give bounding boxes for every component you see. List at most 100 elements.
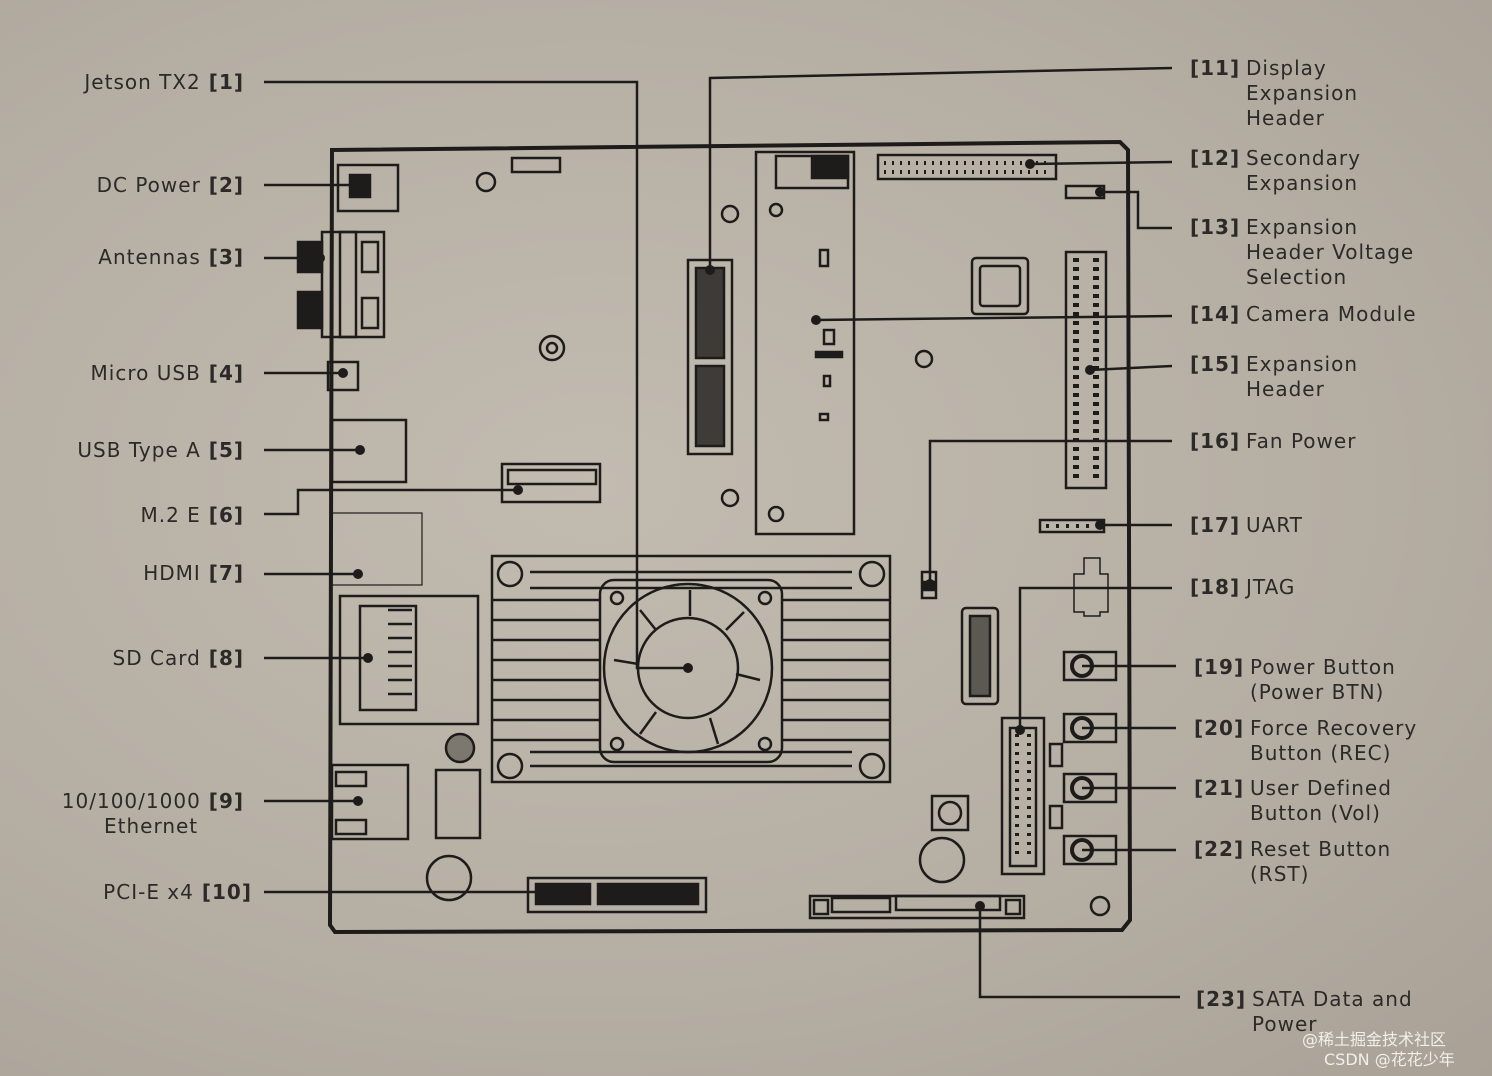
label-line: Expansion bbox=[1246, 171, 1358, 195]
label-hdmi: HDMI [7] bbox=[143, 561, 244, 586]
label-line: Secondary bbox=[1246, 146, 1361, 170]
label-jetson-tx2: Jetson TX2 [1] bbox=[84, 70, 244, 95]
board-outline bbox=[327, 139, 1133, 935]
label-power-button: [19]Power Button (Power BTN) bbox=[1194, 655, 1396, 705]
label-line: User Defined bbox=[1250, 776, 1392, 800]
label-ethernet: 10/100/1000 [9] bbox=[62, 789, 244, 814]
label-line: Force Recovery bbox=[1250, 716, 1418, 740]
pcie-slot bbox=[526, 876, 708, 914]
label-line: Reset Button bbox=[1250, 837, 1392, 861]
sd-card-slot bbox=[338, 594, 480, 726]
label-fan-power: [16]Fan Power bbox=[1190, 429, 1356, 454]
label-display-expansion: [11]Display Expansion Header bbox=[1190, 56, 1358, 131]
label-line: Fan Power bbox=[1246, 429, 1357, 453]
label-name: Jetson TX2 bbox=[84, 70, 201, 94]
label-name: 10/100/1000 bbox=[61, 789, 201, 813]
uart-header bbox=[1038, 518, 1106, 534]
label-number: [17] bbox=[1190, 513, 1241, 537]
dc-power-jack bbox=[336, 163, 400, 213]
label-number: [5] bbox=[208, 438, 244, 462]
label-uart: [17]UART bbox=[1190, 513, 1303, 538]
label-number: [11] bbox=[1190, 56, 1241, 80]
buttons bbox=[1062, 650, 1118, 866]
label-number: [6] bbox=[208, 503, 244, 527]
label-line: Camera Module bbox=[1246, 302, 1417, 326]
jtag-header bbox=[1000, 716, 1046, 876]
label-number: [18] bbox=[1190, 575, 1241, 599]
label-name: SD Card bbox=[112, 646, 201, 670]
label-number: [16] bbox=[1190, 429, 1241, 453]
label-line: UART bbox=[1246, 513, 1303, 537]
label-number: [10] bbox=[201, 880, 252, 904]
label-number: [12] bbox=[1190, 146, 1241, 170]
label-line: Power bbox=[1252, 1012, 1318, 1036]
label-m2e: M.2 E [6] bbox=[140, 503, 244, 528]
watermark-csdn: CSDN @花花少年 bbox=[1324, 1050, 1455, 1069]
label-number: [19] bbox=[1194, 655, 1245, 679]
secondary-expansion-header bbox=[876, 153, 1058, 181]
label-name: USB Type A bbox=[77, 438, 201, 462]
label-camera-module: [14]Camera Module bbox=[1190, 302, 1417, 327]
display-expansion-connector bbox=[686, 258, 734, 456]
label-line: Expansion bbox=[1246, 352, 1358, 376]
hdmi-port bbox=[331, 512, 423, 586]
label-usb-type-a: USB Type A [5] bbox=[77, 438, 244, 463]
label-line: Header bbox=[1246, 106, 1325, 130]
label-number: [1] bbox=[208, 70, 244, 94]
label-name: DC Power bbox=[96, 173, 201, 197]
label-name: HDMI bbox=[143, 561, 201, 585]
label-number: [15] bbox=[1190, 352, 1241, 376]
m2e-slot bbox=[500, 462, 602, 504]
label-name: PCI-E x4 bbox=[103, 880, 194, 904]
label-line: Expansion bbox=[1246, 81, 1358, 105]
label-reset-button: [22]Reset Button (RST) bbox=[1194, 837, 1391, 887]
label-ethernet-line2: Ethernet bbox=[104, 814, 199, 838]
label-number: [4] bbox=[208, 361, 244, 385]
label-line: Expansion bbox=[1246, 215, 1358, 239]
label-number: [2] bbox=[208, 173, 244, 197]
label-line: (Power BTN) bbox=[1250, 680, 1385, 704]
label-name: Antennas bbox=[98, 245, 201, 269]
camera-module-board bbox=[754, 150, 856, 536]
label-name: M.2 E bbox=[140, 503, 201, 527]
label-number: [22] bbox=[1194, 837, 1245, 861]
label-number: [14] bbox=[1190, 302, 1241, 326]
label-sd-card: SD Card [8] bbox=[113, 646, 244, 671]
label-line: Power Button bbox=[1250, 655, 1396, 679]
label-name: Micro USB bbox=[90, 361, 201, 385]
label-number: [8] bbox=[208, 646, 244, 670]
label-jtag: [18]JTAG bbox=[1190, 575, 1295, 600]
label-number: [3] bbox=[208, 245, 244, 269]
label-line: Button (Vol) bbox=[1250, 801, 1381, 825]
label-user-defined: [21]User Defined Button (Vol) bbox=[1194, 776, 1392, 826]
label-line: JTAG bbox=[1246, 575, 1296, 599]
label-number: [9] bbox=[208, 789, 244, 813]
micro-usb-port bbox=[326, 360, 360, 392]
label-number: [23] bbox=[1196, 987, 1247, 1011]
label-dc-power: DC Power [2] bbox=[97, 173, 244, 198]
label-number: [7] bbox=[208, 561, 244, 585]
leader-lines bbox=[264, 66, 1180, 999]
label-voltage-selection: [13]Expansion Header Voltage Selection bbox=[1190, 215, 1414, 290]
label-secondary-expansion: [12]Secondary Expansion bbox=[1190, 146, 1361, 196]
heatsink-fan bbox=[490, 554, 892, 784]
label-line: Selection bbox=[1246, 265, 1348, 289]
label-number: [20] bbox=[1194, 716, 1245, 740]
leader-dots bbox=[315, 159, 1105, 911]
label-line: Display bbox=[1246, 56, 1327, 80]
label-number: [21] bbox=[1194, 776, 1245, 800]
label-line: Button (REC) bbox=[1250, 741, 1392, 765]
label-line: (RST) bbox=[1250, 862, 1310, 886]
label-pcie: PCI-E x4 [10] bbox=[103, 880, 252, 905]
label-force-recovery: [20]Force Recovery Button (REC) bbox=[1194, 716, 1417, 766]
label-line: SATA Data and bbox=[1252, 987, 1413, 1011]
label-micro-usb: Micro USB [4] bbox=[91, 361, 244, 386]
label-sata: [23]SATA Data and Power bbox=[1196, 987, 1413, 1037]
label-expansion-header: [15]Expansion Header bbox=[1190, 352, 1358, 402]
sata-connector bbox=[808, 894, 1026, 920]
label-line: Header Voltage bbox=[1246, 240, 1415, 264]
antenna-connectors bbox=[296, 230, 386, 339]
label-antennas: Antennas [3] bbox=[98, 245, 244, 270]
